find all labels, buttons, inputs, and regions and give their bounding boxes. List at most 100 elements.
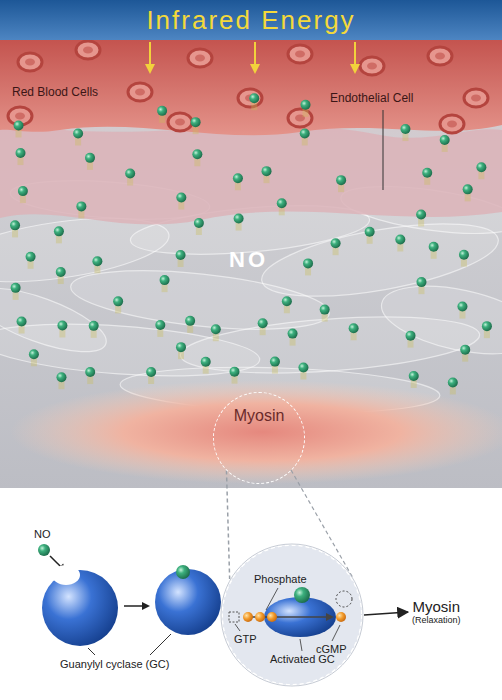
phosphate-dot <box>267 612 277 622</box>
no-molecule <box>457 302 467 312</box>
red-blood-cell-center <box>25 59 35 66</box>
no-molecule <box>234 214 244 224</box>
red-blood-cell-center <box>135 89 145 96</box>
binding-site <box>52 565 80 585</box>
red-blood-cell-center <box>471 95 481 102</box>
red-blood-cell-center <box>435 53 445 60</box>
no-molecule <box>320 305 330 315</box>
no-molecule <box>301 100 311 110</box>
guanylyl-cyclase <box>42 570 118 646</box>
node-text: (Relaxation) <box>412 615 461 625</box>
leader-line <box>150 634 171 655</box>
no-molecule <box>233 173 243 183</box>
no-molecule <box>270 357 280 367</box>
no-molecule <box>422 168 432 178</box>
no-molecule <box>113 296 123 306</box>
cgmp-dot <box>336 612 346 622</box>
no-molecule <box>409 371 419 381</box>
red-blood-cell-center <box>447 121 457 128</box>
no-molecule <box>331 238 341 248</box>
arrow-line <box>50 556 60 566</box>
no-molecule <box>459 250 469 260</box>
no-molecule <box>400 124 410 134</box>
red-blood-cell-center <box>367 63 377 70</box>
no-molecule <box>76 201 86 211</box>
no-molecule <box>416 209 426 219</box>
no-molecule <box>262 166 272 176</box>
no-molecule <box>258 318 268 328</box>
no-molecule <box>176 250 186 260</box>
no-molecule <box>303 258 313 268</box>
energy-arrowhead <box>145 64 155 74</box>
leader-line <box>235 624 240 631</box>
part-label: Phosphate <box>254 573 307 586</box>
part-label: cGMP <box>316 643 347 656</box>
tissue-cell <box>0 275 113 364</box>
no-molecule <box>54 226 64 236</box>
structure-label: Red Blood Cells <box>12 86 98 100</box>
no-molecule <box>11 283 21 293</box>
red-blood-cell <box>428 47 452 65</box>
no-molecule <box>298 363 308 373</box>
arrow-connector <box>364 612 408 615</box>
no-molecule <box>201 357 211 367</box>
inset-rim <box>221 544 363 686</box>
no-molecule <box>349 323 359 333</box>
arrow-line <box>124 605 142 607</box>
no-molecule <box>176 342 186 352</box>
no-molecule <box>155 320 165 330</box>
molecule-label: NO <box>34 528 51 541</box>
no-molecule <box>14 120 24 130</box>
red-blood-cell-center <box>175 119 185 126</box>
no-molecule <box>146 367 156 377</box>
red-blood-cell <box>76 41 100 59</box>
no-molecule <box>336 175 346 185</box>
no-molecule <box>125 169 135 179</box>
enzyme-label: Guanylyl cyclase (GC) <box>60 658 169 671</box>
red-blood-cell <box>288 45 312 63</box>
no-molecule <box>460 345 470 355</box>
no-molecule <box>85 153 95 163</box>
inset-ground <box>0 488 502 700</box>
endothelial-layer <box>0 120 502 225</box>
part-label: GTP <box>234 633 257 646</box>
tissue-cell <box>376 274 502 366</box>
no-molecule <box>429 242 439 252</box>
energy-arrowhead <box>350 64 360 74</box>
result-label: Myosin(Relaxation) <box>408 596 465 628</box>
red-blood-cell-center <box>15 113 25 120</box>
illustration-part <box>10 93 492 394</box>
no-molecule <box>288 329 298 339</box>
red-blood-cell-center <box>195 55 205 62</box>
no-molecule <box>395 234 405 244</box>
no-molecule <box>448 377 458 387</box>
illustration-part <box>8 41 488 133</box>
no-molecule <box>482 321 492 331</box>
arrowhead <box>142 602 150 610</box>
guanylyl-cyclase <box>155 569 221 635</box>
molecule-label: NO <box>229 247 268 272</box>
red-blood-cell <box>360 57 384 75</box>
title: Infrared Energy <box>0 6 502 36</box>
no-molecule <box>10 220 20 230</box>
blood-vessel <box>0 40 502 135</box>
no-molecule <box>92 256 102 266</box>
leader-line <box>332 625 340 641</box>
red-blood-cell <box>464 89 488 107</box>
no-molecule <box>89 321 99 331</box>
no-molecule <box>194 218 204 228</box>
no-molecule <box>440 135 450 145</box>
leader-line <box>383 110 384 190</box>
no-molecule <box>176 565 190 579</box>
energy-arrow <box>354 42 356 66</box>
no-molecule <box>38 544 50 556</box>
no-molecule <box>282 296 292 306</box>
energy-arrow <box>254 42 256 66</box>
leader-line <box>300 639 302 651</box>
red-blood-cell <box>440 115 464 133</box>
no-molecule <box>192 149 202 159</box>
no-molecule <box>160 275 170 285</box>
red-blood-cell-center <box>83 47 93 54</box>
inset-circle: PhosphateGTPActivated GCcGMP <box>220 543 364 687</box>
